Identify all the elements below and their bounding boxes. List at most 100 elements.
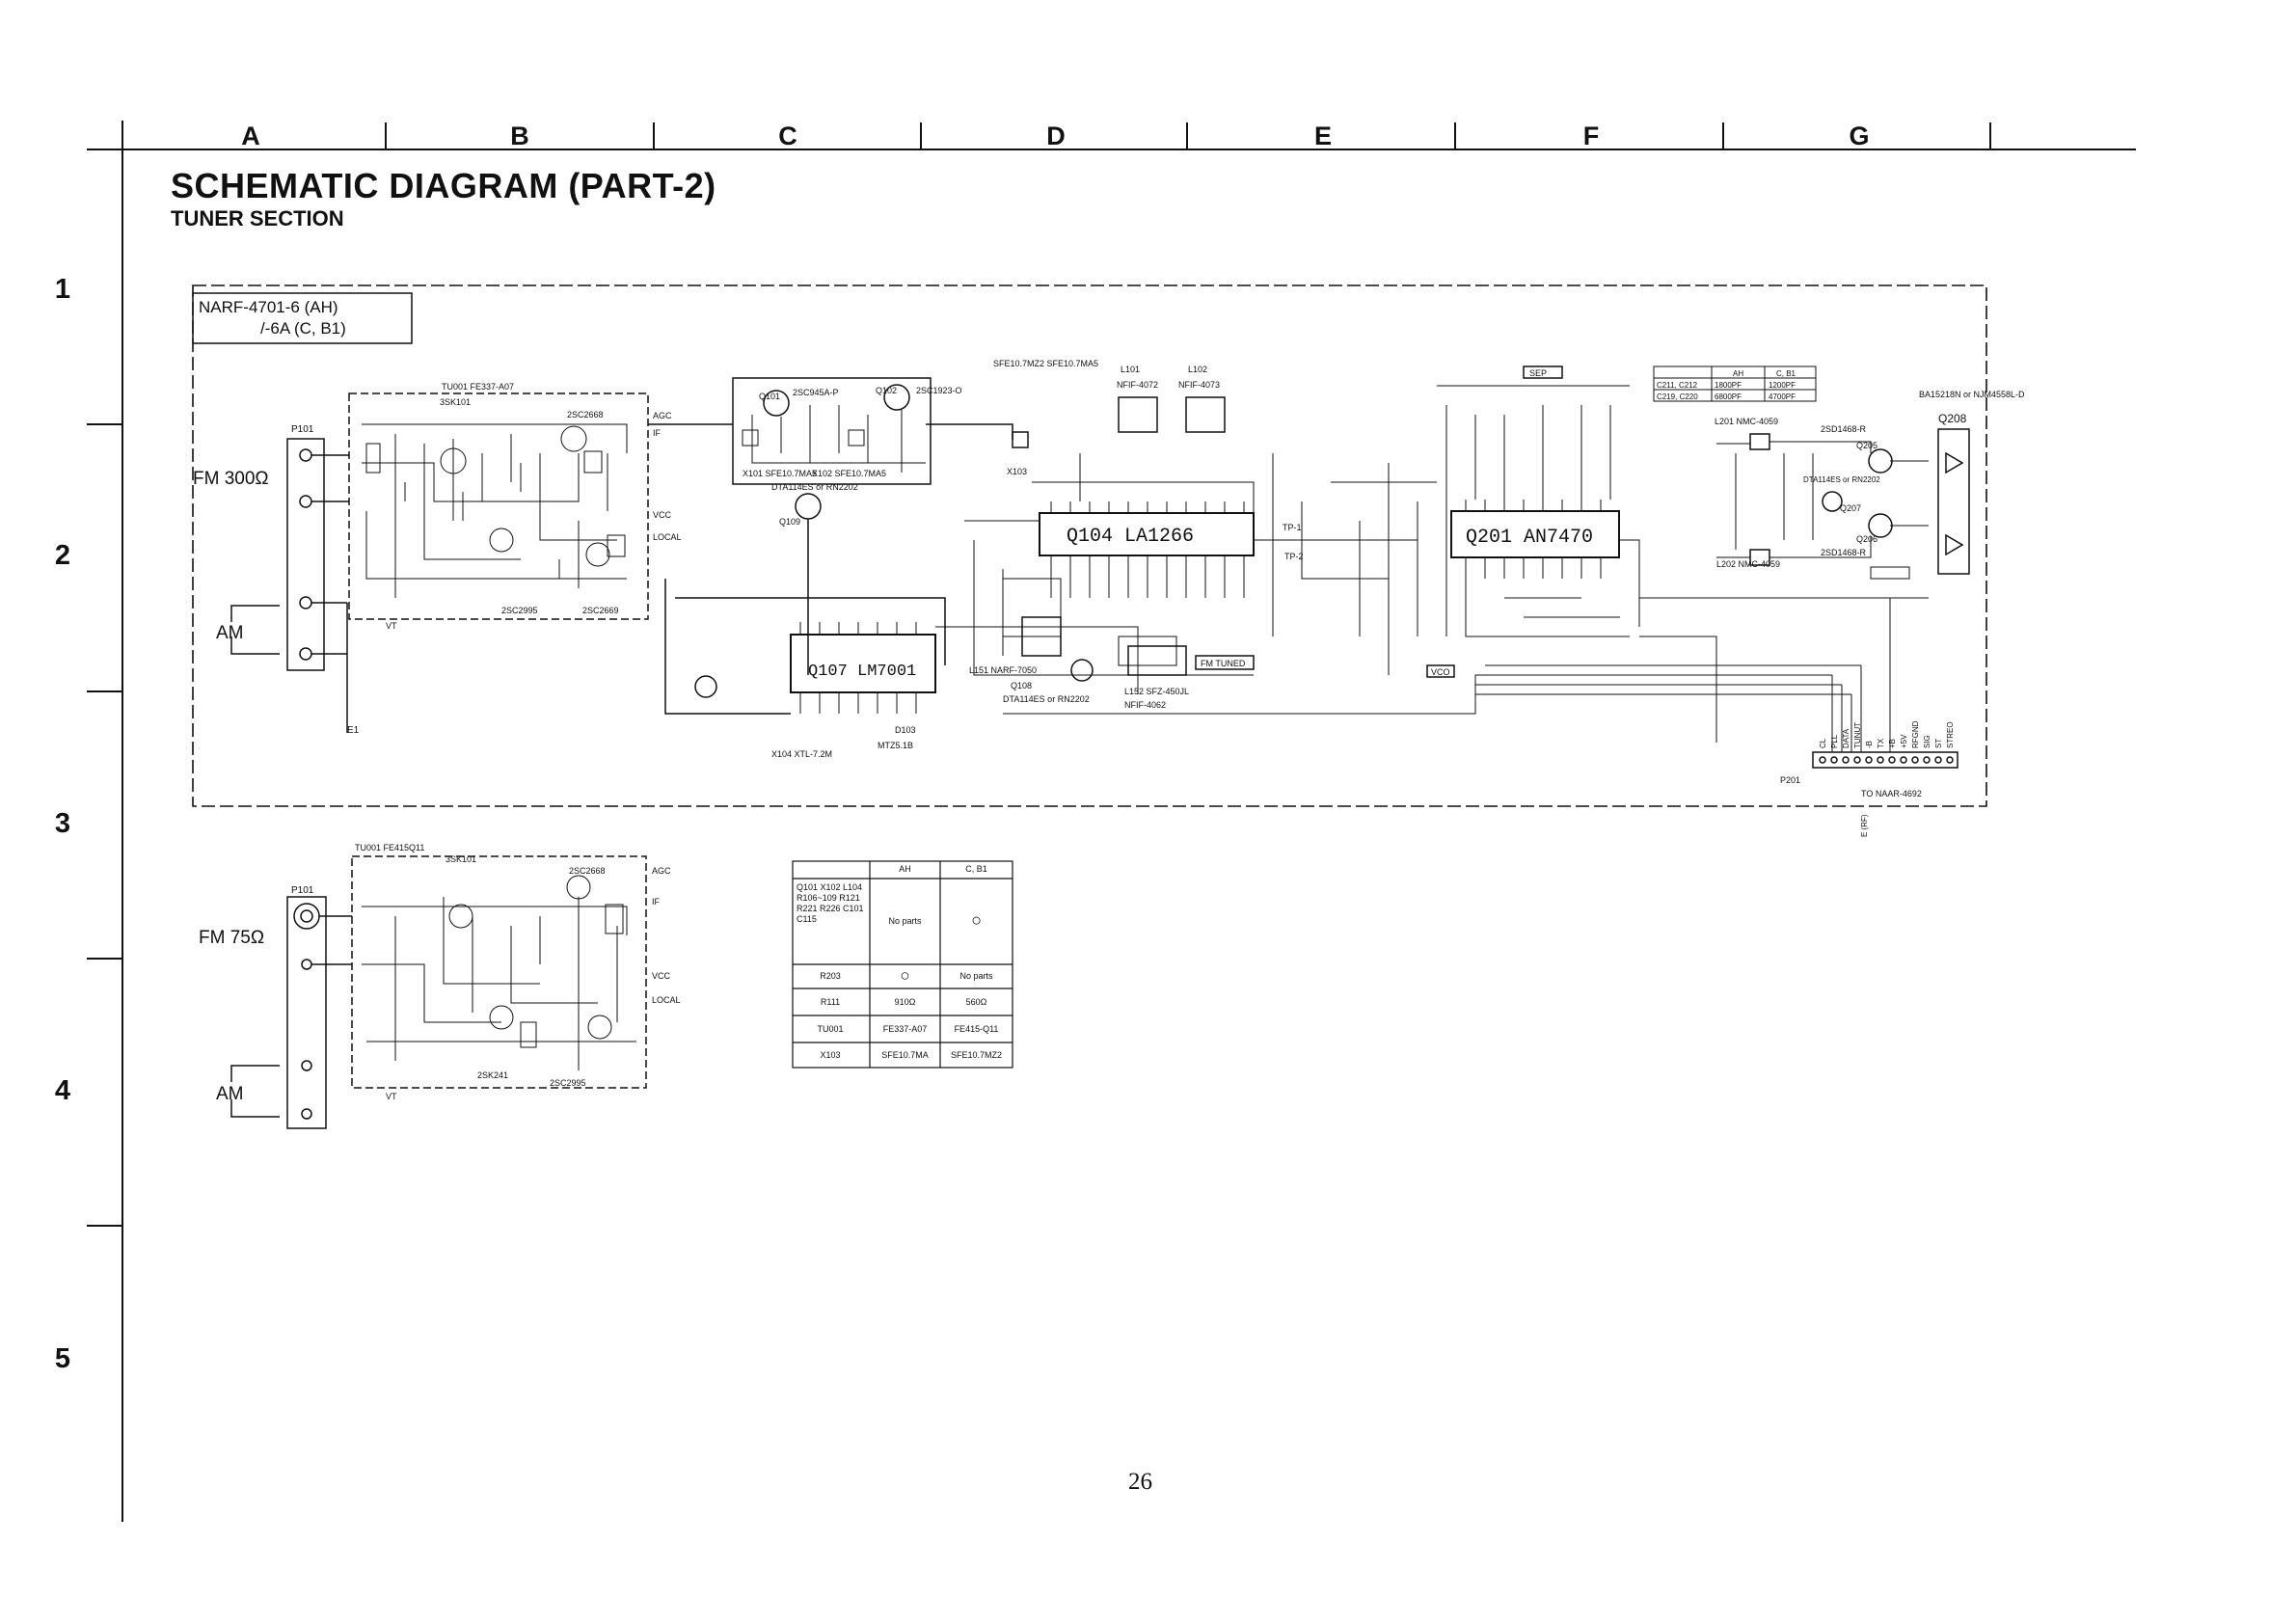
part-label: STREO <box>1946 721 1955 748</box>
q201-pins <box>1465 500 1602 579</box>
vco-box <box>1426 664 1455 678</box>
column-label-d: D <box>1046 122 1066 150</box>
variant-table-r3-cb1: 560Ω <box>965 997 987 1007</box>
column-label-f: F <box>1582 122 1600 150</box>
schematic-mark <box>362 423 628 453</box>
schematic-mark <box>1888 756 1896 764</box>
q208-part: BA15218N or NJM4558L-D <box>1919 390 2025 399</box>
schematic-mark <box>1877 756 1884 764</box>
x102-label: X102 SFE10.7MA5 <box>812 469 886 478</box>
schematic-mark <box>423 444 521 560</box>
board-outline <box>192 284 1987 807</box>
terminal-screw <box>301 1060 312 1071</box>
pin-vt-bottom: VT <box>386 1092 397 1101</box>
schematic-mark <box>443 897 540 985</box>
d103-label: D103 <box>895 725 916 735</box>
p201-pin-labels: CL PLL DATA TUNUT -B TX +B +5V RFGND SIG… <box>1819 720 1955 748</box>
cap-table-h1: AH <box>1733 369 1743 378</box>
e-rf-label: E (RF) <box>1860 814 1869 837</box>
fm300-label: FM 300Ω <box>193 469 269 489</box>
am-bottom-label: AM <box>216 1084 244 1104</box>
schematic-mark <box>365 443 381 474</box>
am-loop-wire <box>230 605 280 622</box>
schematic-mark <box>385 122 1991 149</box>
q201-label: Q201 AN7470 <box>1466 527 1593 549</box>
q207-symbol <box>1822 491 1843 512</box>
connector-bus <box>935 597 1929 752</box>
schematic-mark <box>1870 566 1910 580</box>
fm75-label: FM 75Ω <box>199 928 264 948</box>
schematic-mark <box>1830 756 1838 764</box>
q101-symbol <box>763 390 790 417</box>
l201-label: L201 NMC-4059 <box>1715 417 1778 426</box>
tuner-bottom-circuit <box>362 875 636 1070</box>
schematic-mark <box>1619 539 1640 627</box>
q207-part: DTA114ES or RN2202 <box>1803 475 1880 484</box>
q108-label: Q108 <box>1011 681 1032 690</box>
schematic-mark <box>1934 756 1942 764</box>
cap-table-r2c2: 4700PF <box>1769 392 1796 401</box>
q206-part: 2SD1468-R <box>1821 548 1867 557</box>
part-label: DATA <box>1842 728 1850 748</box>
sep-box <box>1523 365 1563 379</box>
coax-jack <box>300 909 313 923</box>
variant-table-r5-ah: SFE10.7MA <box>881 1050 929 1060</box>
q106-symbol <box>694 675 717 698</box>
l102-label: L102 <box>1188 365 1207 374</box>
p101-bottom-label: P101 <box>291 885 314 896</box>
l101-label: L101 <box>1121 365 1140 374</box>
sep-label: SEP <box>1529 368 1547 378</box>
row-label-4: 4 <box>54 1075 71 1106</box>
q205-part: 2SD1468-R <box>1821 424 1867 434</box>
q206-label: Q206 <box>1856 534 1877 544</box>
terminal-screw <box>301 1108 312 1120</box>
schematic-mark <box>539 453 617 541</box>
page-subtitle: TUNER SECTION <box>171 206 344 230</box>
tuner-top-t1: 3SK101 <box>440 397 471 407</box>
input-terminal-bottom <box>286 896 327 1129</box>
schematic-mark <box>587 1015 612 1040</box>
part-label: RFGND <box>1911 720 1920 748</box>
schematic-mark <box>605 904 624 934</box>
cap-table-top <box>1653 365 1817 402</box>
variant-table-r1-cb1: ○ <box>971 910 982 930</box>
model-line1: NARF-4701-6 (AH) <box>199 298 338 316</box>
row-label-1: 1 <box>54 274 71 305</box>
pin-local-bottom: LOCAL <box>652 995 681 1005</box>
variant-table-r3-part: R111 <box>820 997 841 1007</box>
part-label: TUNUT <box>1853 722 1862 748</box>
schematic-mark <box>973 540 1254 676</box>
tuner-top-t2: 2SC2668 <box>567 410 604 420</box>
tuner-top-t4: 2SC2669 <box>582 606 619 615</box>
part-label: +5V <box>1900 734 1908 748</box>
terminal-screw <box>299 647 312 661</box>
cap-table-r1c1: 1800PF <box>1715 381 1742 390</box>
schematic-mark <box>848 429 865 447</box>
fm-tuned-box <box>1195 655 1255 670</box>
am-loop-wire <box>230 1065 280 1082</box>
tuner-top-circuit <box>362 423 628 598</box>
terminal-screw <box>299 495 312 508</box>
schematic-mark <box>1842 756 1850 764</box>
schematic-mark <box>520 1021 537 1048</box>
p201-connector <box>1812 751 1958 769</box>
pin-agc-bottom: AGC <box>652 866 671 876</box>
schematic-mark <box>1002 578 1062 637</box>
column-label-e: E <box>1313 122 1332 150</box>
row-label-2: 2 <box>54 540 71 571</box>
schematic-mark <box>1465 579 1630 637</box>
cap-table-r2c1: 6800PF <box>1715 392 1742 401</box>
l152-label: L152 SFZ-450JL <box>1124 687 1189 696</box>
pin-vt: VT <box>386 621 397 631</box>
schematic-mark <box>481 453 580 502</box>
q205-label: Q205 <box>1856 441 1877 450</box>
p201-label: P201 <box>1780 775 1800 785</box>
pin-if-bottom: IF <box>652 897 661 907</box>
q108-symbol <box>1070 659 1094 682</box>
schematic-mark <box>935 626 1139 694</box>
wire <box>664 579 791 715</box>
q107-pins <box>799 622 917 714</box>
q102-label: Q102 <box>876 386 897 395</box>
part-label: PLL <box>1830 734 1839 748</box>
